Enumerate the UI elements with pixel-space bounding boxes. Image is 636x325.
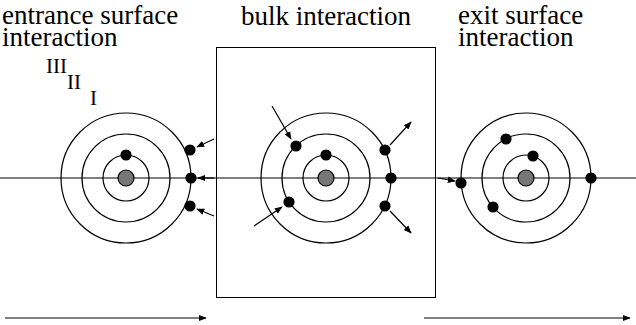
shell-label: II — [67, 70, 81, 94]
box-heading: bulk interaction — [217, 3, 435, 30]
shell-label: II — [67, 72, 81, 93]
shell-label: III — [46, 54, 67, 78]
entrance-arrows — [197, 139, 214, 216]
shell-label: III — [46, 56, 67, 77]
region-label: exit surface interaction — [458, 4, 618, 48]
region-label: entrance surface interaction — [2, 4, 216, 48]
shell-label: I — [90, 88, 97, 109]
exit-atom — [456, 113, 596, 243]
exit-arrows — [438, 178, 455, 181]
bulk-arrows — [254, 106, 411, 233]
shell-label: I — [90, 86, 97, 110]
region-label: exit surface interaction — [458, 0, 583, 52]
region-label: entrance surface interaction — [2, 0, 178, 52]
entrance-atom — [61, 113, 196, 243]
bulk-atom — [261, 113, 396, 243]
direction-arrows — [5, 317, 630, 318]
bulk-box: bulk interaction — [216, 47, 436, 298]
